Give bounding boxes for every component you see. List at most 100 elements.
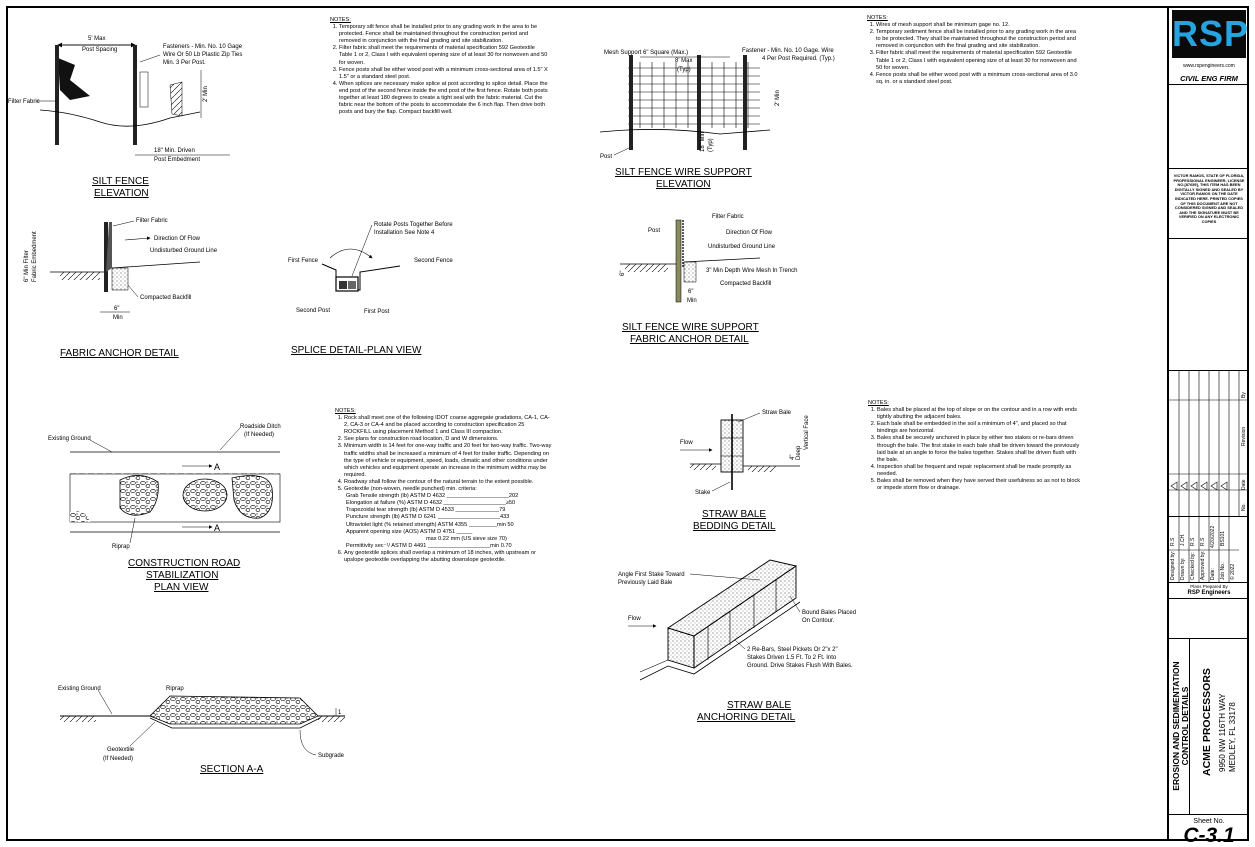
checked-by-value: R.S [1190, 537, 1196, 546]
eight-max-label: 8' Max [675, 58, 692, 64]
address-line-1: 9950 NW 116TH WAY [1218, 693, 1227, 772]
notes-heading: NOTES: [330, 17, 351, 23]
firm-name: CIVIL ENG FIRM [1180, 74, 1238, 83]
deep-label-1: 4" [790, 455, 796, 460]
two-min-label-2: 2' Min [775, 90, 781, 106]
slope-one-label: 1 [338, 710, 342, 716]
note-item: Wires of mesh support shall be minimum g… [876, 22, 1081, 29]
prepared-by-firm: RSP Engineers [1187, 590, 1231, 596]
second-fence-label: Second Fence [414, 258, 453, 264]
criteria-name: Trapezoidal tear strength (lb) ASTM D 45… [346, 507, 454, 514]
approved-by-value: R.S [1200, 537, 1206, 546]
note-item: Bales shall be removed when they have se… [877, 478, 1083, 492]
rotate-label-2: Installation See Note 4 [374, 230, 435, 236]
criteria-name: Ultraviolet light (% retained strength) … [346, 521, 468, 528]
note-item: Any geotextile splices shall overlap a m… [344, 550, 553, 564]
title-fabric-anchor: FABRIC ANCHOR DETAIL [60, 348, 179, 359]
note-item: Temporary silt fence shall be installed … [339, 24, 548, 45]
divider [1169, 84, 1249, 85]
embed-label-1: 18" Min. Driven [154, 148, 195, 154]
logo-text: RSP [1172, 13, 1250, 54]
title-silt-fence-1: SILT FENCE [92, 176, 149, 187]
fasteners-label-2: Wire Or 50 Lb Plastic Zip Ties [163, 52, 242, 58]
fasteners-label-3: Min. 3 Per Post. [163, 60, 206, 66]
prepared-by-label: Plans Prepared By [1190, 584, 1228, 589]
divider-vertical [1189, 638, 1190, 814]
straw-bale-label: Straw Bale [762, 410, 792, 416]
post-label: Post [600, 154, 612, 160]
eighteen-typ-label: (Typ) [708, 138, 714, 152]
notes-heading: NOTES: [867, 15, 888, 21]
riprap-label-2: Riprap [166, 686, 184, 692]
post-left [55, 45, 59, 145]
roadside-ditch-label-2: (If Needed) [244, 432, 274, 438]
six-in-label: 6" [114, 306, 119, 312]
job-label: Job No.: [1220, 561, 1226, 580]
note-item: Fence posts shall be either wood post wi… [876, 72, 1081, 86]
post-label-2: Post [648, 228, 660, 234]
divider [1169, 582, 1249, 583]
compacted-label: Compacted Backfill [140, 295, 191, 301]
criteria-value: 79 [499, 507, 506, 514]
fasteners2-label-1: Fastener - Min. No. 10 Gage. Wire [742, 48, 834, 54]
first-fence-label: First Fence [288, 258, 319, 264]
geotextile-criteria: Grab Tensile strength (lb) ASTM D 4632 _… [344, 493, 553, 550]
deep-label-2: Deep [796, 445, 802, 460]
criteria-row: Apparent opening size (AOS) ASTM D 4751 … [346, 528, 473, 535]
criteria-value: min 50 [496, 521, 514, 528]
criteria-row: Trapezoidal tear strength (lb) ASTM D 45… [346, 507, 506, 514]
copyright: © 2022 [1230, 563, 1236, 580]
post-spacing-label-2: Post Spacing [82, 47, 117, 53]
note-item: Fence posts shall be either wood post wi… [339, 67, 548, 81]
wire-support-elevation: 8' Max (Typ) Mesh Support 6" Square (Max… [599, 48, 835, 190]
note-item: See plans for construction road location… [344, 436, 553, 443]
note-item: Minimum width is 14 feet for one-way tra… [344, 443, 553, 478]
fasteners-label-1: Fasteners - Min. No. 10 Gage [163, 44, 243, 50]
mesh-support-label: Mesh Support 6" Square (Max.) [604, 50, 688, 56]
divider [1169, 168, 1249, 169]
embed-label-2: Post Embedment [154, 157, 200, 163]
straw-bale-bedding: Straw Bale Flow 4" Deep Vertical Face St… [680, 410, 810, 532]
date-value: 4/20/2022 [1210, 525, 1216, 548]
geotextile-label-1: Geotextile [107, 747, 135, 753]
section-a-a: 1 Existing Ground Riprap Geotextile (If … [58, 686, 345, 775]
subgrade-label: Subgrade [318, 753, 345, 759]
design-info-grid [1169, 516, 1239, 582]
no-header: No. [1241, 503, 1247, 511]
title-block: RSP www.rspengineers.com CIVIL ENG FIRM … [1167, 6, 1250, 847]
note-item: When splices are necessary make splice a… [339, 81, 548, 116]
direction-flow-label-2: Direction Of Flow [726, 230, 773, 236]
six-in-label-2: 6" [620, 271, 626, 276]
note-item: Rock shall meet one of the following IDO… [344, 415, 553, 436]
drawn-by-value: J.CH. [1180, 533, 1186, 547]
title-bale-bedding-1: STRAW BALE [702, 509, 766, 520]
note-item: Each bale shall be embedded in the soil … [877, 421, 1083, 435]
drawing-sheet-border [6, 6, 1249, 841]
rsp-logo: RSP [1172, 10, 1250, 58]
divider [1169, 238, 1249, 239]
date-header: Date [1241, 479, 1247, 490]
existing-ground-label-2: Existing Ground [58, 686, 101, 692]
address-line-2: MEDLEY, FL 33178 [1228, 702, 1237, 772]
notes-wire-support: NOTES: Wires of mesh support shall be mi… [867, 15, 1081, 86]
notes-construction-road: NOTES: Rock shall meet one of the follow… [335, 408, 553, 564]
rebars-label-2: Stakes Driven 1.5 Ft. To 2 Ft. Into [747, 655, 837, 661]
criteria-row: max 0.22 mm (US sieve size 70) [346, 536, 553, 543]
bound-bales-label-1: Bound Bales Placed [802, 610, 856, 616]
criteria-name: Puncture strength (lb) ASTM D 6241 [346, 514, 437, 521]
divider [1169, 814, 1249, 815]
criteria-name: Apparent opening size (AOS) ASTM D 4751 [346, 528, 456, 535]
wire-mesh-trench-label: 3" Min Depth Wire Mesh In Trench [706, 268, 798, 274]
riprap-label: Riprap [112, 544, 130, 550]
post-spacing-label-1: 5' Max [88, 36, 105, 42]
compacted-label-2: Compacted Backfill [720, 281, 771, 287]
fasteners2-label-2: 4 Per Post Required. (Typ.) [762, 56, 835, 62]
six-min-filter-label: 6" Min Filter [24, 250, 30, 282]
angle-stake-label-2: Previously Laid Bale [618, 580, 673, 586]
checked-by-label: Checked by: [1190, 552, 1196, 580]
min-label-2: Min [687, 298, 697, 304]
firm-url[interactable]: www.rspengineers.com [1183, 63, 1235, 69]
criteria-row: Grab Tensile strength (lb) ASTM D 4632 _… [346, 493, 519, 500]
note-item-text: Geotextile (non-woven, needle punched) m… [344, 486, 477, 493]
